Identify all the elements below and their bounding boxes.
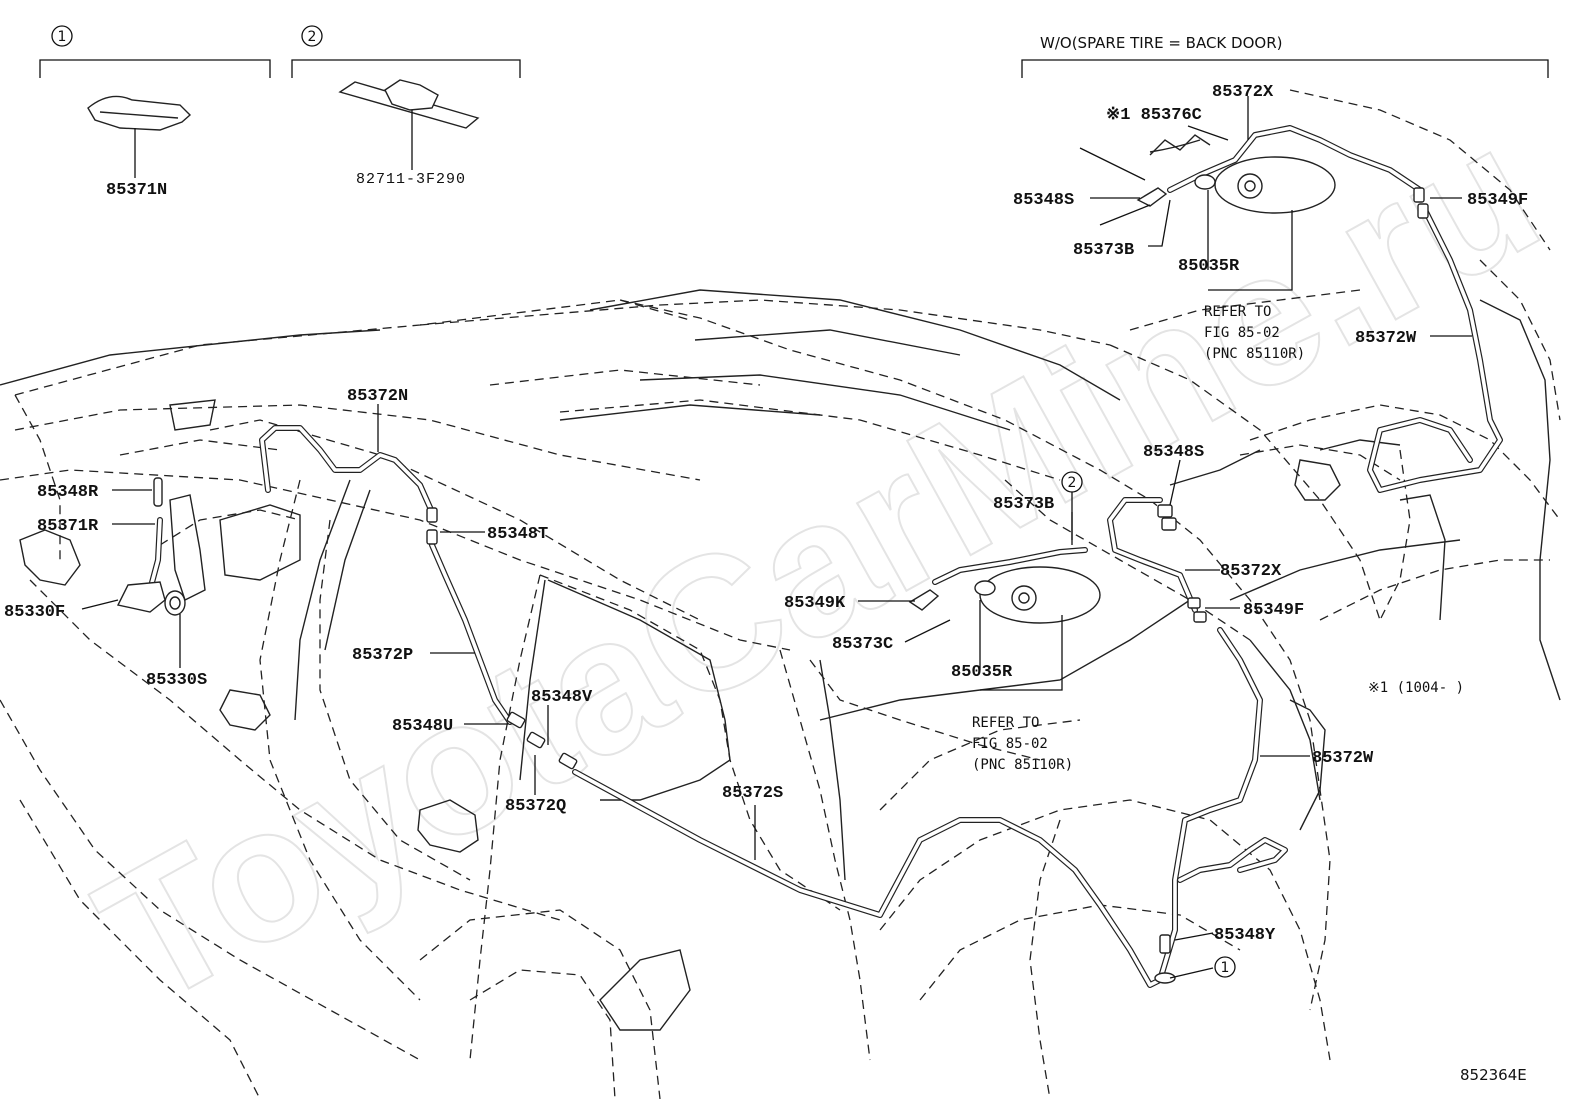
label-85330S: 85330S <box>146 671 207 690</box>
svg-text:2: 2 <box>308 29 317 45</box>
label-85372Q: 85372Q <box>505 797 566 816</box>
svg-text:2: 2 <box>1068 475 1077 491</box>
label-85372W-mid: 85372W <box>1312 749 1374 768</box>
label-85372W-top: 85372W <box>1355 329 1417 348</box>
label-85035R-mid: 85035R <box>951 663 1013 682</box>
svg-text:W/O(SPARE TIRE = BACK DOOR): W/O(SPARE TIRE = BACK DOOR) <box>1040 34 1282 52</box>
label-85348Y: 85348Y <box>1214 926 1276 945</box>
inset-group-2: 2 82711-3F290 <box>291 25 521 188</box>
watermark: ToyotaCarMine.ru <box>67 84 1570 1046</box>
label-85376C: ※1 85376C <box>1106 106 1202 125</box>
label-85372S: 85372S <box>722 784 783 803</box>
leader-lines <box>81 96 1472 979</box>
label-85372P: 85372P <box>352 646 413 665</box>
svg-text:(PNC 85110R): (PNC 85110R) <box>1204 346 1305 362</box>
label-85349F-top: 85349F <box>1467 191 1528 210</box>
vehicle-body-solid <box>0 289 1561 1031</box>
label-85349F-mid: 85349F <box>1243 601 1304 620</box>
svg-text:1: 1 <box>1221 960 1230 976</box>
label-85348T: 85348T <box>487 525 548 544</box>
label-85373C: 85373C <box>832 635 893 654</box>
label-85373B-top: 85373B <box>1073 241 1134 260</box>
label-85349K: 85349K <box>784 594 846 613</box>
callout-circles: 2 1 <box>1061 471 1236 978</box>
label-85372X-top: 85372X <box>1212 83 1274 102</box>
label-85348S-top: 85348S <box>1013 191 1074 210</box>
label-85371R: 85371R <box>37 517 99 536</box>
label-85373B-mid: 85373B <box>993 495 1054 514</box>
svg-text:FIG 85-02: FIG 85-02 <box>972 736 1048 752</box>
label-85035R-top: 85035R <box>1178 257 1240 276</box>
svg-text:FIG 85-02: FIG 85-02 <box>1204 325 1280 341</box>
vehicle-body-outline <box>0 89 1561 1099</box>
svg-text:REFER TO: REFER TO <box>972 715 1039 731</box>
label-85348R: 85348R <box>37 483 99 502</box>
svg-text:1: 1 <box>58 29 67 45</box>
components <box>116 134 1429 984</box>
washer-hoses <box>137 125 1503 988</box>
part-labels: 85372X ※1 85376C 85348S 85349F 85373B 85… <box>4 83 1528 1084</box>
label-85372X-mid: 85372X <box>1220 562 1282 581</box>
label-85348S-mid: 85348S <box>1143 443 1204 462</box>
svg-text:REFER TO: REFER TO <box>1204 304 1271 320</box>
label-82711-3F290: 82711-3F290 <box>356 171 466 188</box>
label-85348V: 85348V <box>531 688 593 707</box>
footnote-range: ※1 (1004- ) <box>1368 680 1464 696</box>
svg-text:(PNC 85110R): (PNC 85110R) <box>972 757 1073 773</box>
wo-spare-tire-header: W/O(SPARE TIRE = BACK DOOR) <box>1021 34 1549 78</box>
label-85348U: 85348U <box>392 717 453 736</box>
label-85372N: 85372N <box>347 387 408 406</box>
label-85330F: 85330F <box>4 603 65 622</box>
label-85371N: 85371N <box>106 181 167 200</box>
inset-group-1: 1 85371N <box>39 25 271 200</box>
figure-id: 852364E <box>1460 1066 1527 1084</box>
